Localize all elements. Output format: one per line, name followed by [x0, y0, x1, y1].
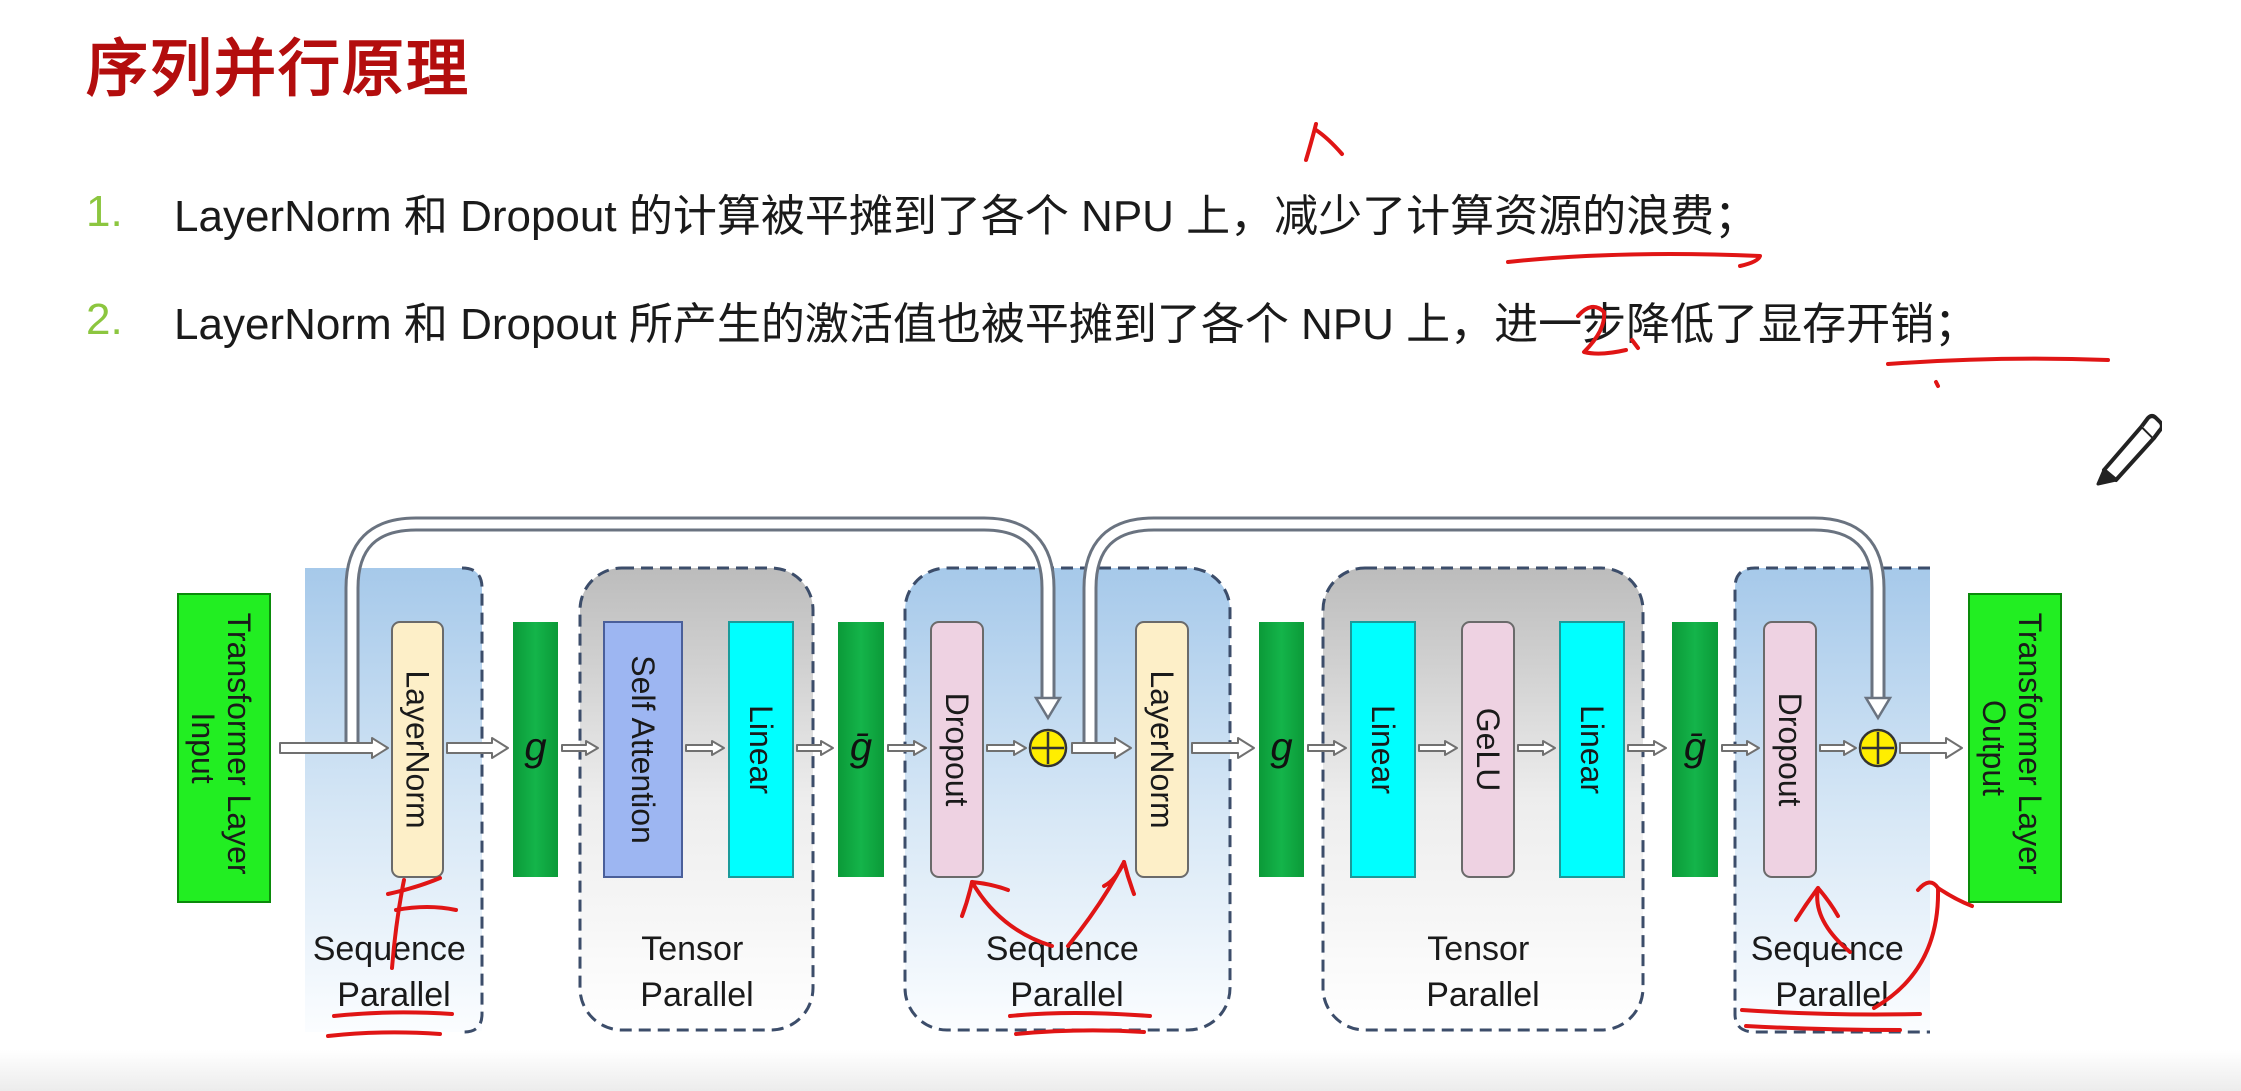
bullet-number: 2. [86, 295, 123, 344]
layernorm-label-1: LayerNorm [400, 670, 436, 828]
layernorm-label-2: LayerNorm [1144, 670, 1180, 828]
flow-arrow [1899, 737, 1963, 759]
flow-arrow [986, 740, 1027, 756]
g-operator-block-2 [1259, 622, 1304, 877]
linear-label-3: Linear [1574, 705, 1610, 794]
slide-title: 序列并行原理 [86, 32, 471, 105]
flow-arrow [685, 740, 725, 756]
residual-arrow-2 [1082, 516, 1893, 748]
g-bar-operator-block-1 [838, 622, 884, 877]
flow-arrow [279, 737, 389, 759]
self-attention-block [603, 621, 683, 878]
bullet-item-1: 1. LayerNorm 和 Dropout 的计算被平摊到了各个 NPU 上，… [86, 180, 2186, 244]
bullet-text: LayerNorm 和 Dropout 所产生的激活值也被平摊到了各个 NPU … [174, 300, 1979, 349]
gelu-block [1461, 621, 1515, 878]
sequence-parallel-caption-2: Sequence Parallel [986, 930, 1149, 1014]
flow-arrow [561, 740, 599, 756]
linear-label-2: Linear [1365, 705, 1401, 794]
transformer-layer-output-block [1968, 593, 2062, 903]
add-circle-icon [1028, 728, 1068, 768]
residual-arrow-1 [344, 516, 1063, 748]
linear-block-2 [1350, 621, 1416, 878]
linear-label-1: Linear [743, 705, 779, 794]
slide-bottom-shadow [0, 1050, 2241, 1091]
dropout-block-2 [1763, 621, 1817, 878]
flow-arrow [1627, 740, 1667, 756]
flow-arrow [1307, 740, 1347, 756]
pencil-icon[interactable] [2086, 404, 2162, 486]
transformer-layer-input-block [177, 593, 271, 903]
flow-arrow [1071, 737, 1132, 759]
g-bar-operator-label-2: ḡ [1684, 725, 1706, 769]
linear-block-1 [728, 621, 794, 878]
flow-arrow [1517, 740, 1556, 756]
flow-arrow [1191, 737, 1255, 759]
bullet-item-2: 2. LayerNorm 和 Dropout 所产生的激活值也被平摊到了各个 N… [86, 288, 2186, 352]
flow-arrow [1721, 740, 1760, 756]
transformer-layer-input-label: Transformer Layer Input [185, 613, 257, 884]
flow-arrow [887, 740, 927, 756]
flow-arrow [1819, 740, 1857, 756]
g-operator-label-2: g [1270, 725, 1292, 769]
tensor-parallel-caption-1: Tensor Parallel [640, 930, 753, 1014]
dropout-label-1: Dropout [939, 693, 975, 807]
linear-block-3 [1559, 621, 1625, 878]
layernorm-block-2 [1135, 621, 1189, 878]
flow-arrow [1418, 740, 1458, 756]
gelu-label: GeLU [1470, 708, 1506, 792]
g-bar-operator-label-1: ḡ [850, 725, 872, 769]
transformer-layer-output-label: Transformer Layer Output [1976, 613, 2048, 884]
g-bar-operator-block-2 [1672, 622, 1718, 877]
tensor-parallel-caption-2: Tensor Parallel [1426, 930, 1539, 1014]
dropout-block-1 [930, 621, 984, 878]
add-circle-icon [1858, 728, 1898, 768]
dropout-label-2: Dropout [1772, 693, 1808, 807]
flow-arrows [279, 737, 1963, 759]
g-operator-label-1: g [524, 725, 546, 769]
flow-arrow [796, 740, 834, 756]
flow-arrow [446, 737, 509, 759]
self-attention-label: Self Attention [625, 655, 661, 844]
g-operator-block-1 [513, 622, 558, 877]
bullet-number: 1. [86, 187, 123, 236]
sequence-parallel-caption-1: Sequence Parallel [313, 930, 476, 1014]
bullet-text: LayerNorm 和 Dropout 的计算被平摊到了各个 NPU 上，减少了… [174, 192, 1759, 241]
